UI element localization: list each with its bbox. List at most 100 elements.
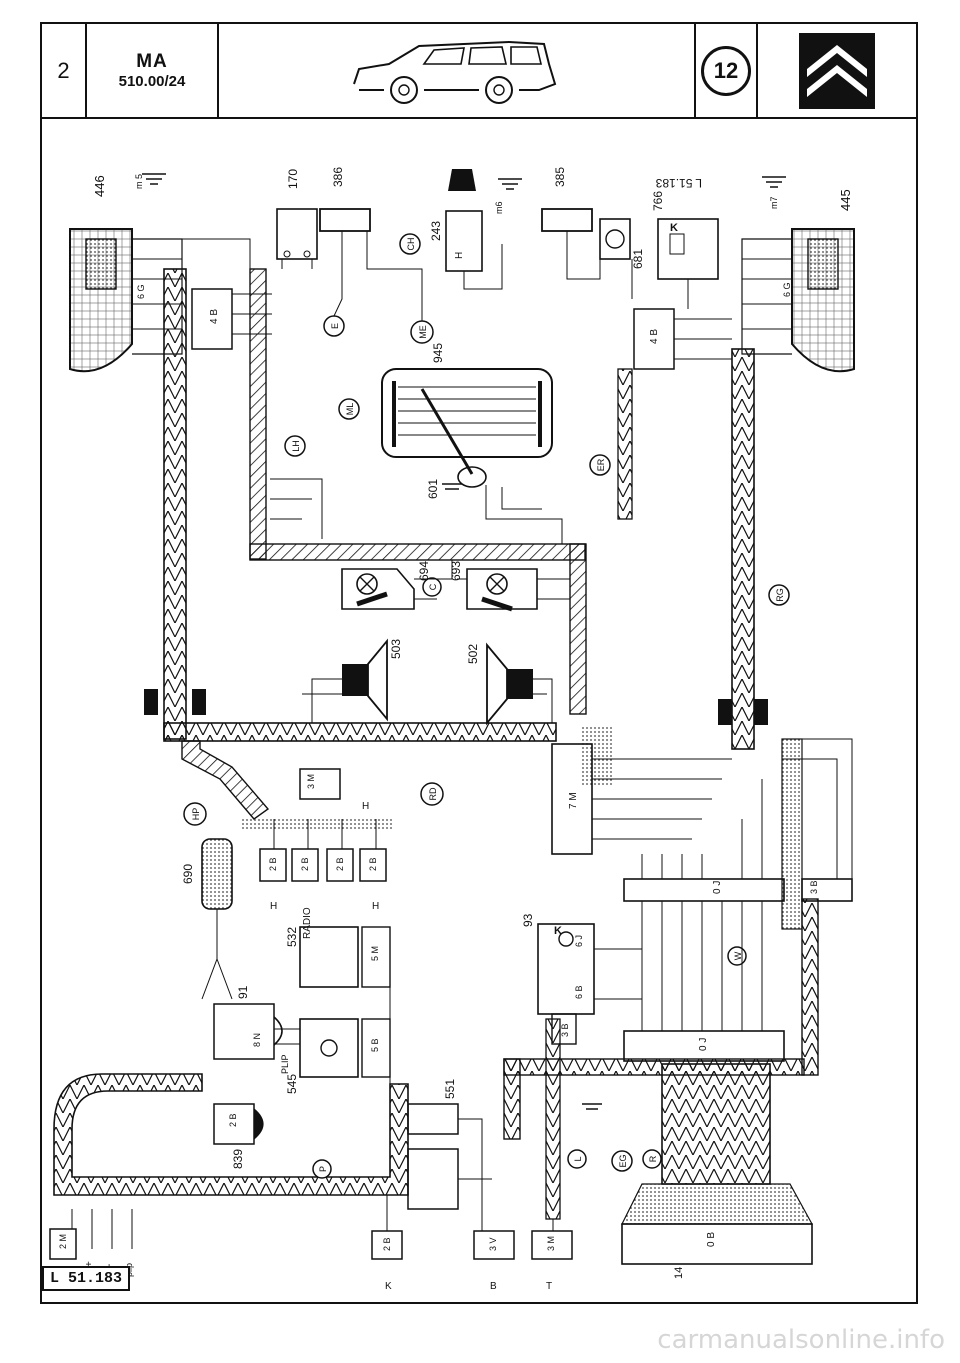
svg-text:690: 690 [181, 864, 195, 884]
svg-text:0 B: 0 B [706, 1232, 717, 1247]
harness-trunks [53, 268, 819, 1225]
svg-text:6 J: 6 J [574, 935, 584, 947]
connector-3v: 3 V [473, 1230, 515, 1260]
svg-text:681: 681 [631, 249, 645, 269]
connector-0b: 0 B 14 [621, 1223, 813, 1279]
lamp-694: 694 [341, 561, 431, 610]
svg-text:2 B: 2 B [368, 857, 378, 871]
svg-text:HP: HP [191, 808, 201, 821]
svg-text:m 5: m 5 [134, 174, 144, 189]
harness-cab-left [249, 268, 267, 560]
harness-l [545, 1018, 561, 1220]
svg-text:4 B: 4 B [649, 329, 660, 344]
svg-text:K: K [670, 222, 678, 234]
svg-text:ER: ER [596, 458, 606, 471]
harness-right [731, 348, 755, 750]
svg-text:945: 945 [431, 343, 445, 363]
reference-code: L 51.183 [655, 176, 702, 190]
clamp-right [718, 699, 768, 725]
rear-lamp-445: 445 m7 6 G [741, 189, 855, 373]
svg-text:2 B: 2 B [300, 857, 310, 871]
lamp-839: 839 2 B [213, 1103, 264, 1169]
svg-text:3 B: 3 B [809, 880, 819, 894]
relay-766: 766 K [651, 191, 719, 280]
svg-text:386: 386 [331, 167, 345, 187]
svg-text:2 M: 2 M [58, 1234, 68, 1249]
svg-text:601: 601 [426, 479, 440, 499]
svg-text:LH: LH [291, 440, 301, 452]
ground-symbols [142, 173, 786, 1110]
svg-text:H: H [454, 252, 465, 259]
svg-text:H: H [372, 901, 379, 912]
wires [71, 231, 853, 1249]
svg-text:6 G: 6 G [136, 284, 146, 299]
harness-p-loop [53, 1073, 409, 1196]
svg-text:839: 839 [231, 1149, 245, 1169]
svg-text:5 M: 5 M [370, 946, 380, 961]
svg-text:PLIP: PLIP [280, 1054, 290, 1074]
connector-243: 243 m6 [429, 169, 504, 272]
svg-text:5 B: 5 B [370, 1038, 380, 1052]
radio-label: RADIO [302, 907, 313, 939]
drawing-sheet: 2 MA 510.00/24 12 [40, 22, 918, 1304]
watermark: carmanualsonline.info [657, 1325, 945, 1355]
connector-4b-right: 4 B [633, 308, 675, 370]
lamp-386: 386 [319, 167, 371, 232]
svg-text:T: T [546, 1281, 552, 1292]
module-545: 545 5 B [285, 1018, 391, 1094]
harness-hp [181, 740, 270, 820]
harness-eg-right [801, 898, 819, 1076]
speaker-503: 503 [342, 638, 403, 722]
connector-0j-bottom: 0 J [623, 1030, 785, 1062]
svg-text:7 M: 7 M [568, 792, 579, 809]
harness-left [163, 268, 187, 740]
document-reference: MA 510.00/24 [87, 24, 219, 117]
title-block: 2 MA 510.00/24 12 [42, 24, 916, 119]
speaker-502: 502 [466, 642, 533, 726]
svg-text:93: 93 [521, 913, 535, 927]
svg-text:3 V: 3 V [488, 1237, 498, 1251]
lamp-693: 693 [449, 561, 538, 612]
harness-eg-left [503, 1058, 521, 1140]
harness-w [781, 738, 803, 930]
harness-rd [163, 722, 557, 742]
svg-text:B: B [490, 1281, 497, 1292]
svg-text:H: H [270, 901, 277, 912]
svg-text:m6: m6 [494, 201, 504, 214]
svg-text:RD: RD [428, 787, 438, 800]
svg-text:P: P [318, 1166, 328, 1172]
svg-text:503: 503 [389, 639, 403, 659]
svg-text:C: C [428, 583, 438, 590]
svg-text:766: 766 [651, 191, 665, 211]
svg-text:2 B: 2 B [228, 1113, 238, 1127]
svg-text:ML: ML [345, 403, 355, 416]
svg-text:2 B: 2 B [268, 857, 278, 871]
svg-text:502: 502 [466, 644, 480, 664]
svg-text:0 J: 0 J [712, 881, 723, 894]
svg-text:694: 694 [417, 561, 431, 581]
doc-ref: 510.00/24 [118, 73, 186, 90]
module-532: 532 5 M [285, 926, 391, 988]
svg-text:243: 243 [429, 221, 443, 241]
circle-number-cell: 12 [696, 24, 758, 117]
svg-text:6 G: 6 G [782, 282, 792, 297]
brand-logo [758, 24, 916, 117]
svg-text:6 B: 6 B [574, 985, 584, 999]
connector-2b-k: 2 B [371, 1230, 403, 1260]
svg-text:+: + [84, 1261, 95, 1267]
wiring-diagram: 446 m 5 6 G 445 m7 6 G 170 386 243 [49, 167, 855, 1292]
svg-text:W: W [733, 951, 743, 960]
svg-text:532: 532 [285, 927, 299, 947]
switch-170: 170 [276, 169, 318, 260]
label-445: 445 [838, 189, 853, 211]
svg-text:2 B: 2 B [335, 857, 345, 871]
svg-text:EG: EG [618, 1154, 628, 1167]
svg-text:m7: m7 [769, 196, 779, 209]
car-silhouette [219, 24, 696, 117]
svg-text:K: K [385, 1281, 392, 1292]
svg-text:-: - [104, 1264, 115, 1267]
connector-3m-l: 3 M [531, 1230, 573, 1260]
svg-text:K: K [554, 925, 562, 937]
connector-0j-top: 0 J [623, 878, 785, 902]
svg-text:H: H [362, 801, 369, 812]
